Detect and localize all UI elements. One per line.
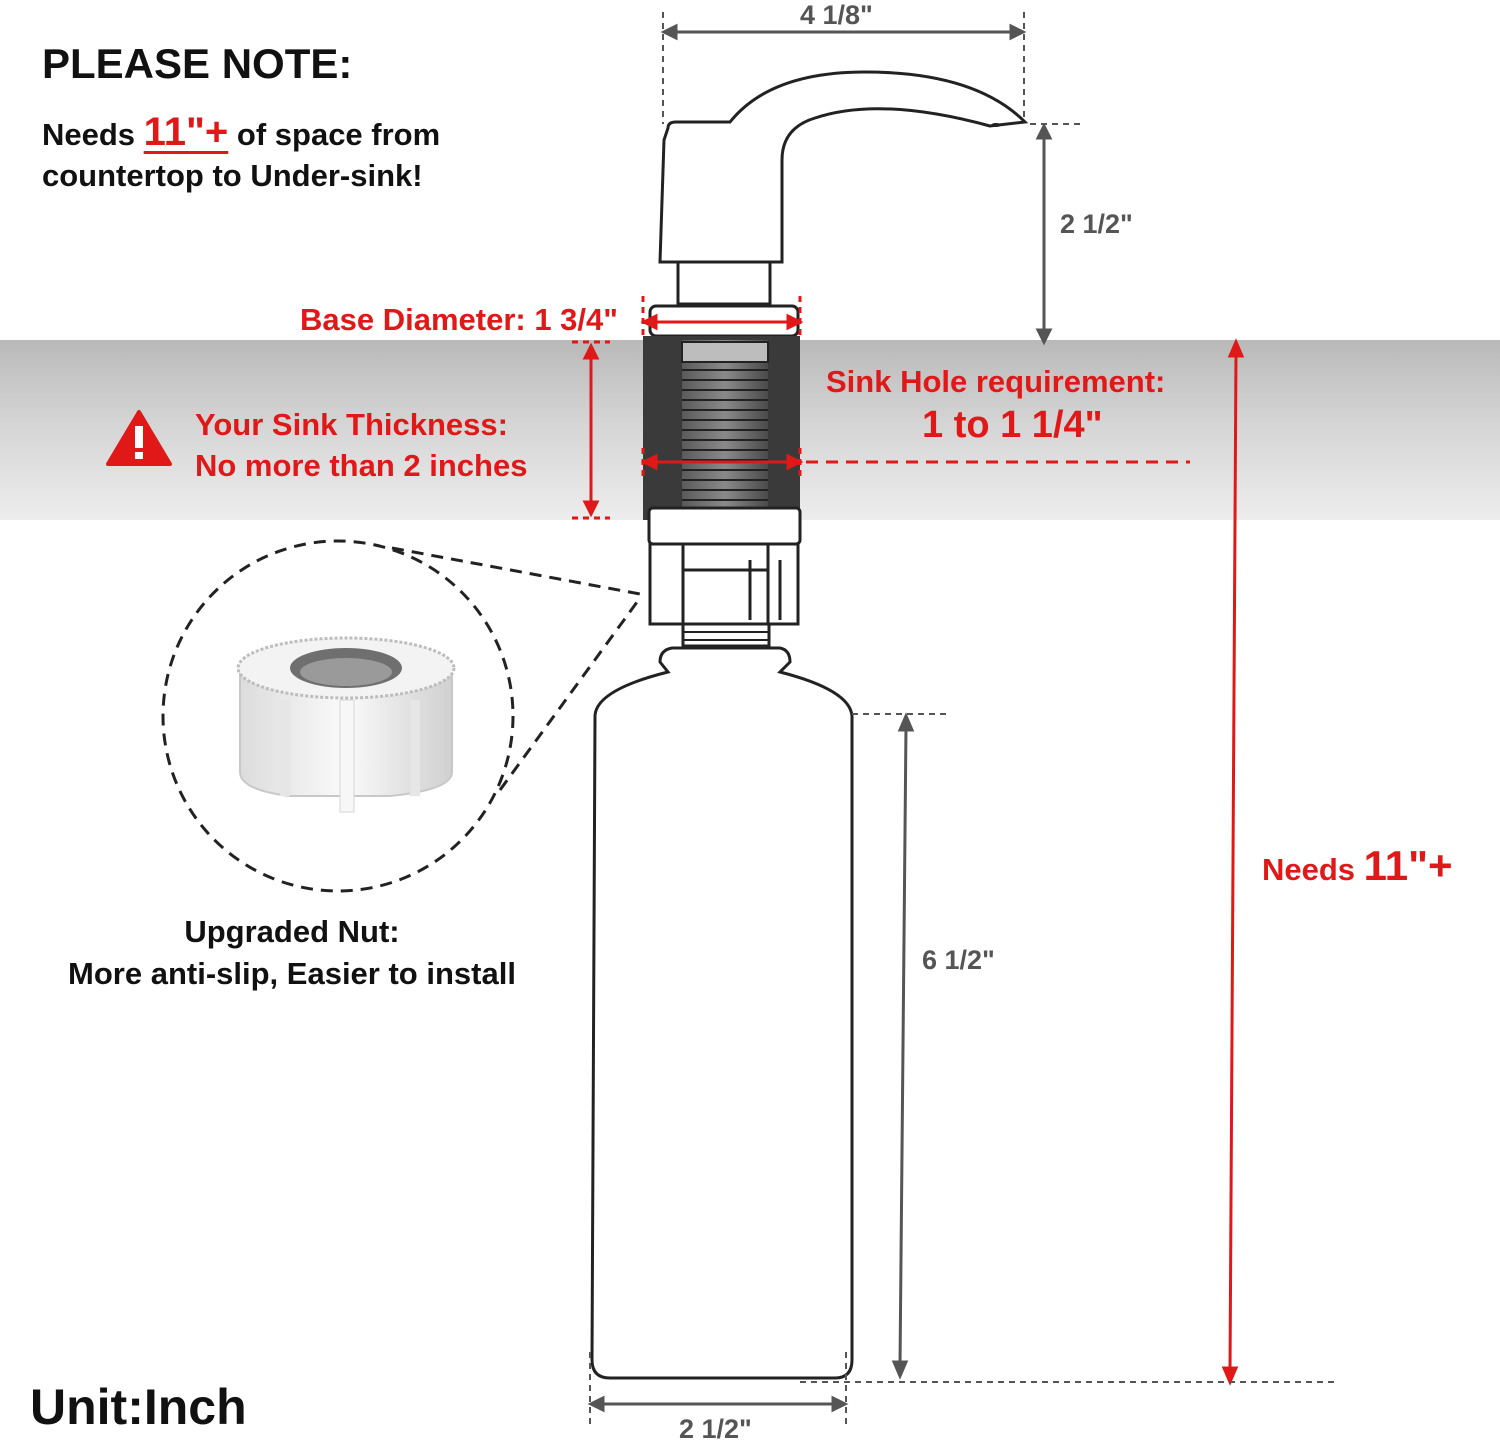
- nut-ribs: [681, 544, 782, 624]
- base-diameter-marker: [640, 296, 804, 340]
- sink-hole-title: Sink Hole requirement:: [826, 364, 1166, 399]
- unit-label: Unit:Inch: [30, 1379, 247, 1435]
- mount-nut: [648, 542, 800, 626]
- pump-neck: [676, 260, 772, 306]
- total-height-label: Needs 11"+: [1262, 842, 1453, 890]
- total-height-marker: [1221, 338, 1245, 1386]
- nut-closeup: [236, 636, 456, 813]
- total-height-value: 11"+: [1363, 842, 1453, 889]
- note-highlight-value: 11"+: [143, 110, 229, 154]
- sink-hole-marker: [640, 448, 1190, 478]
- thread-lines: [682, 369, 768, 501]
- top-width-label: 4 1/8": [800, 0, 873, 30]
- note-needs-suffix: of space from: [236, 117, 441, 152]
- note-title: PLEASE NOTE:: [42, 40, 353, 87]
- pump-nozzle: [991, 123, 1001, 127]
- note-space-line: Needs 11"+ of space from: [42, 110, 440, 155]
- zoom-lines: [391, 546, 642, 791]
- sink-thickness-title: Your Sink Thickness:: [195, 407, 508, 442]
- bottle-height-label: 6 1/2": [922, 945, 995, 975]
- thread-collar: [681, 341, 769, 363]
- bottle: [590, 646, 854, 1380]
- total-height-prefix: Needs: [1262, 852, 1356, 887]
- note-needs-prefix: Needs: [42, 117, 136, 152]
- washer: [647, 506, 802, 546]
- sink-hole-value: 1 to 1 1/4": [922, 404, 1103, 446]
- spout-height-label: 2 1/2": [1060, 209, 1133, 239]
- sink-thickness-marker: [572, 340, 610, 520]
- bottle-width-label: 2 1/2": [679, 1414, 752, 1444]
- note-countertop-line: countertop to Under-sink!: [42, 158, 423, 193]
- pump-head: [658, 70, 1029, 264]
- bottle-thread: [681, 622, 771, 648]
- sink-thickness-limit: No more than 2 inches: [195, 448, 528, 483]
- nut-title: Upgraded Nut:: [184, 914, 400, 949]
- nut-description: More anti-slip, Easier to install: [68, 956, 516, 991]
- base-diameter-label: Base Diameter: 1 3/4": [300, 302, 618, 337]
- warning-triangle-icon: [106, 410, 172, 466]
- grey-dimension-lines: [587, 12, 1334, 1428]
